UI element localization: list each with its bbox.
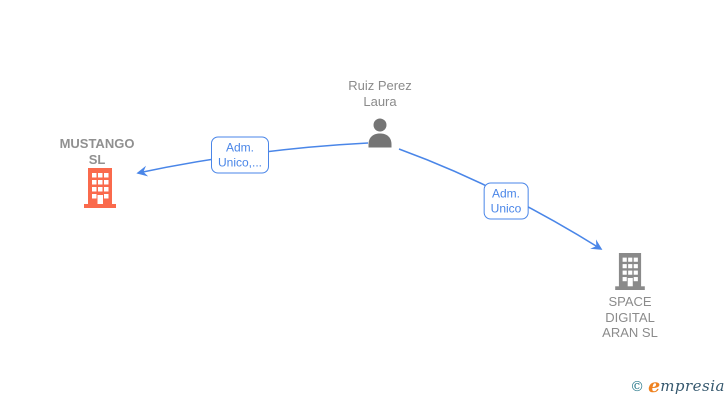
building-icon-mustango[interactable] — [84, 168, 116, 208]
node-label-mustango: MUSTANGO SL — [60, 136, 135, 167]
node-label-line: Laura — [363, 93, 397, 109]
node-label-line: ARAN SL — [602, 325, 658, 340]
edge-label-adm-unico-mustango[interactable]: Adm. Unico,... — [210, 136, 270, 174]
edge-label-line: Unico,... — [217, 155, 263, 169]
edge-label-line: Adm. — [225, 140, 255, 155]
empresia-logo-e: e — [648, 375, 661, 397]
node-label-line: DIGITAL — [605, 309, 655, 325]
person-icon[interactable] — [367, 117, 393, 148]
edge-label-line: Unico — [490, 201, 522, 215]
empresia-logo-text: mpresia — [660, 377, 725, 395]
node-label-line: Ruiz Perez — [348, 78, 412, 93]
node-label-line: MUSTANGO — [59, 136, 135, 151]
copyright-symbol: © — [630, 379, 645, 395]
node-label-line: SPACE — [608, 294, 652, 309]
edge-label-adm-unico-space[interactable]: Adm. Unico — [483, 182, 529, 220]
edge-label-line: Adm. — [491, 186, 520, 201]
empresia-watermark: ©empresia — [630, 375, 725, 397]
building-icon-space[interactable] — [615, 253, 645, 290]
node-label-person: Ruiz Perez Laura — [348, 78, 412, 109]
node-label-line: SL — [88, 151, 106, 167]
node-label-space: SPACE DIGITAL ARAN SL — [602, 294, 658, 341]
